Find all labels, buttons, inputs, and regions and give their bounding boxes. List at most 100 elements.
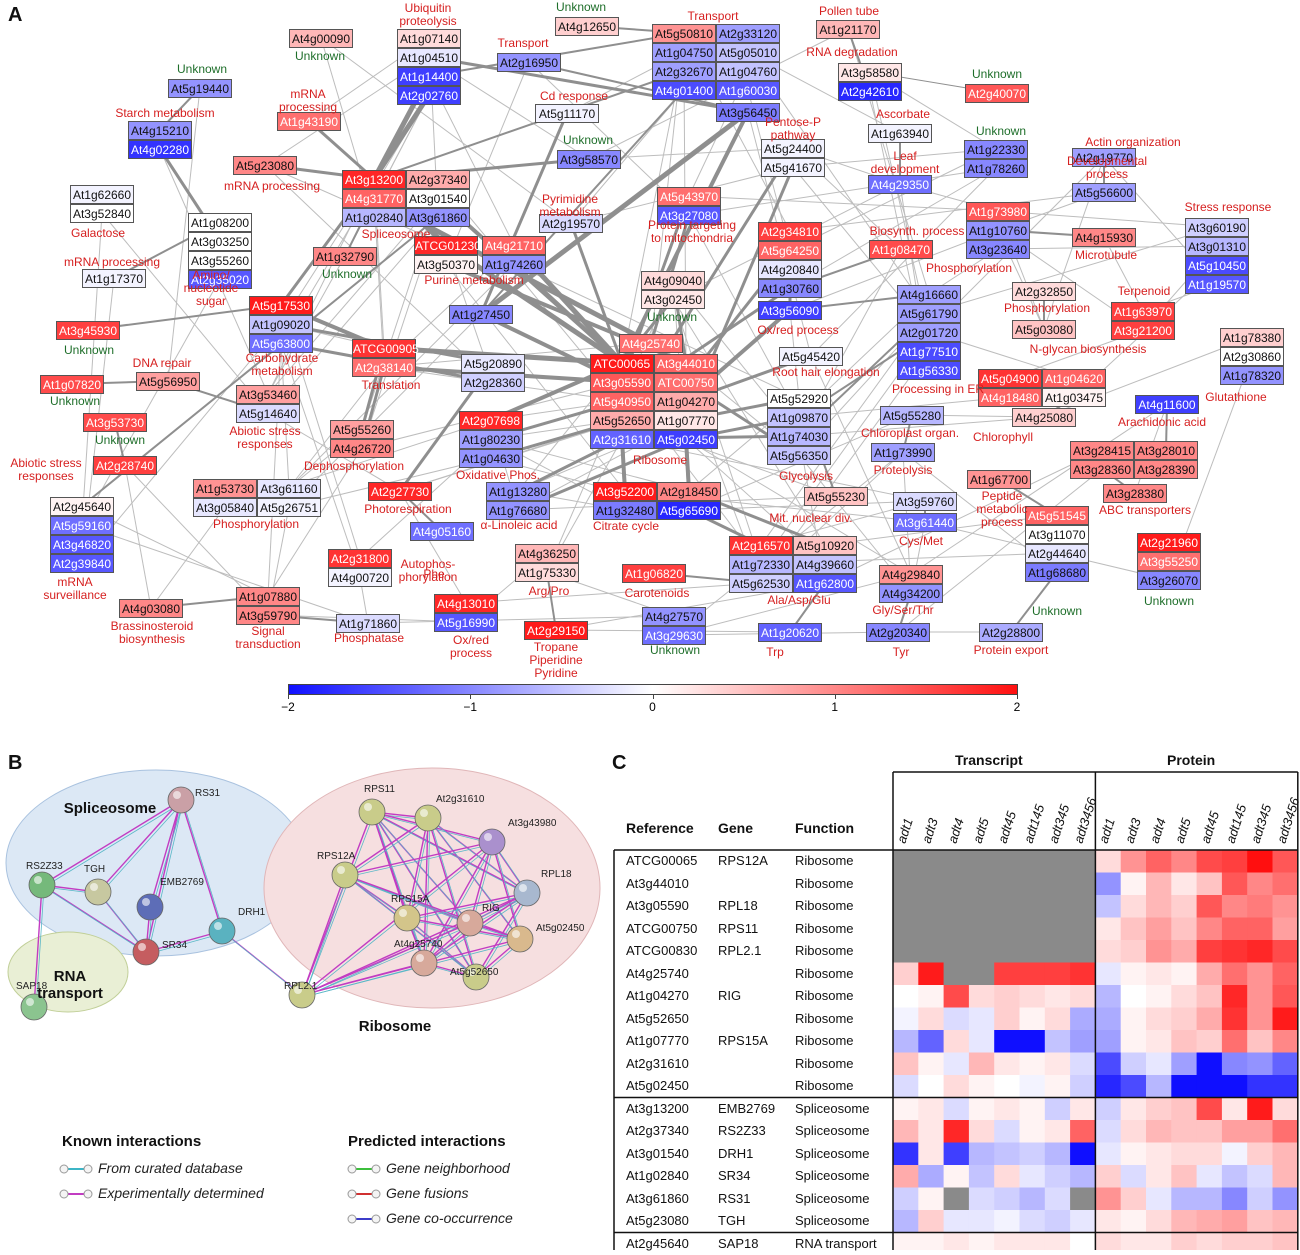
gene-node: At1g63940 [868,124,932,143]
term-label: Citrate cycle [592,519,660,533]
row-gene: TGH [718,1213,746,1228]
protein-node-highlight [142,898,150,906]
gene-node: At2g35020 [188,270,252,289]
network-edge [897,468,1103,633]
gene-node: At5g56600 [1072,183,1136,202]
heatmap-cell-transcript [1044,1187,1071,1211]
heatmap-cell-transcript [968,895,995,918]
heatmap-cell-transcript [1019,1052,1046,1076]
heatmap-cell-transcript [918,1232,944,1250]
row-func: Ribosome [795,988,854,1003]
row-gene: RPS15A [718,1033,768,1048]
gene-node: At3g28380 [1103,484,1167,503]
heatmap-cell-transcript [943,1097,970,1121]
heatmap-cell-protein [1196,1030,1223,1053]
protein-node [208,917,236,945]
interaction-edge [469,841,493,924]
heatmap-cell-protein [1272,985,1299,1008]
legend-swatches [59,1164,381,1224]
legend-swatch-node [371,1164,381,1174]
gene-node: At1g04750 [652,43,716,62]
heatmap-cell-protein [1196,1052,1223,1076]
heatmap-cell-transcript [893,850,919,873]
heatmap-cell-transcript [1019,1030,1046,1053]
network-edge [1010,571,1058,633]
row-ref: At2g37340 [626,1123,689,1138]
heatmap-cell-protein [1171,1030,1197,1053]
colorbar-tick-label: −1 [463,700,478,714]
heatmap-cell-protein [1146,850,1172,873]
gene-node: At1g04620 [1042,369,1106,388]
term-label: Carotenoids [624,586,690,600]
gene-node: At1g78380 [1220,328,1284,347]
heatmap-cell-transcript [1019,962,1046,986]
gene-node: At4g27570 [642,607,706,626]
gene-node: At3g53460 [236,385,300,404]
network-edge [267,197,439,395]
heatmap-cell-protein [1120,1075,1147,1098]
gene-node: At3g28390 [1134,460,1198,479]
term-label: Unknown [176,62,228,76]
heatmap-cell-transcript [943,985,970,1008]
network-edge [267,447,363,597]
protein-node-label: RIG [482,903,500,914]
row-func: Spliceosome [795,1123,870,1138]
heatmap-cell-transcript [1019,940,1046,963]
gene-node: At1g76680 [486,501,550,520]
heatmap-cell-protein [1221,1232,1248,1250]
gene-node: At4g39660 [793,555,857,574]
row-gene: RIG [718,988,742,1003]
gene-node: At5g55260 [330,420,394,439]
heatmap-cell-transcript [893,1142,919,1166]
protein-node-label: RPS15A [391,894,430,905]
protein-node-label: SAP18 [16,981,48,992]
heatmap-cell-transcript [893,872,919,896]
heatmap-cell-protein [1146,1210,1172,1233]
gene-node: At1g68680 [1025,563,1089,582]
heatmap-cell-protein [1171,1052,1197,1076]
network-edge [399,490,467,604]
interaction-edge [429,819,530,896]
heatmap-cell-protein [1120,940,1147,963]
interaction-edge [303,924,473,998]
heatmap-cell-protein [1171,1165,1197,1188]
network-edge [81,524,369,624]
term-label: Mit. nuclear div. [769,511,853,525]
cluster-label-ribosome: Ribosome [358,1018,432,1035]
term-label: N-glycan biosynthesis [1029,342,1147,356]
heatmap-cell-transcript [1070,962,1096,986]
interaction-edge [35,886,45,1010]
protein-node-label: At4g25740 [394,939,443,950]
heatmap-cell-transcript [968,940,995,963]
heatmap-cell-protein [1196,1165,1223,1188]
gene-node: At3g50370 [414,255,478,274]
heatmap-cell-transcript [1019,850,1046,873]
heatmap-cell-protein [1196,1232,1223,1250]
interaction-edge [149,799,182,908]
gene-node: At2g45640 [50,497,114,516]
panel-letter-b: B [8,752,23,774]
heatmap-cell-protein [1146,1142,1172,1166]
gene-node: At1g73990 [871,443,935,462]
gene-node: At4g05160 [410,522,474,541]
gene-node: At1g13280 [486,482,550,501]
gene-node: At1g17370 [82,269,146,288]
interaction-edge [97,799,182,893]
gene-node: At5g52920 [767,389,831,408]
protein-node [414,804,442,832]
gene-node: ATC00065 [590,354,654,373]
row-func: Ribosome [795,898,854,913]
heatmap-cell-transcript [994,1232,1020,1250]
term-label: Unknown [971,67,1023,81]
heatmap-cell-protein [1095,1187,1122,1211]
interaction-edge [182,801,225,934]
heatmap-cell-protein [1120,1210,1147,1233]
gene-node: At3g21200 [1111,321,1175,340]
heatmap-cell-protein [1095,1142,1122,1166]
protein-node-highlight [399,909,407,917]
heatmap-cell-transcript [1044,940,1071,963]
colorbar-tick-label: 2 [1013,700,1021,714]
gene-node: At1g63970 [1111,302,1175,321]
gene-node: At5g23080 [233,156,297,175]
